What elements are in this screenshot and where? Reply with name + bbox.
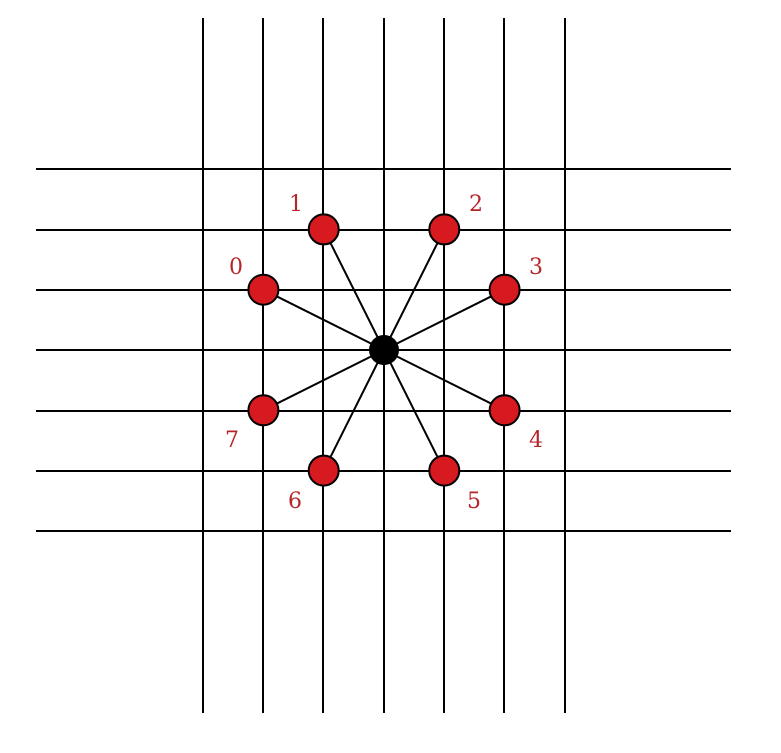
neighbor-node-7: [247, 394, 280, 427]
node-label-3: 3: [529, 255, 543, 280]
spoke-4: [383, 349, 506, 412]
node-label-5: 5: [467, 489, 481, 514]
spoke-2: [383, 228, 446, 351]
neighbor-node-4: [488, 394, 521, 427]
neighbor-node-5: [428, 454, 461, 487]
node-label-7: 7: [225, 428, 239, 453]
horizontal-grid-lines: [36, 168, 731, 532]
neighbor-nodes: [247, 213, 521, 487]
neighbor-node-6: [307, 454, 340, 487]
spokes: [262, 228, 506, 472]
spoke-1: [322, 228, 385, 351]
node-label-0: 0: [229, 255, 243, 280]
spoke-5: [383, 349, 446, 472]
neighbor-node-3: [488, 273, 521, 306]
neighbor-node-2: [428, 213, 461, 246]
node-label-6: 6: [288, 489, 302, 514]
node-label-2: 2: [469, 192, 483, 217]
node-labels: 0 1 2 3 4 5 6 7: [225, 192, 543, 514]
neighbor-node-0: [247, 273, 280, 306]
spoke-3: [383, 288, 506, 351]
spoke-7: [262, 349, 385, 412]
neighbor-node-1: [307, 213, 340, 246]
spoke-6: [322, 349, 385, 472]
node-label-4: 4: [529, 428, 543, 453]
node-label-1: 1: [289, 192, 303, 217]
spoke-0: [262, 288, 385, 351]
vertical-grid-lines: [202, 18, 566, 713]
center-node: [369, 335, 399, 365]
